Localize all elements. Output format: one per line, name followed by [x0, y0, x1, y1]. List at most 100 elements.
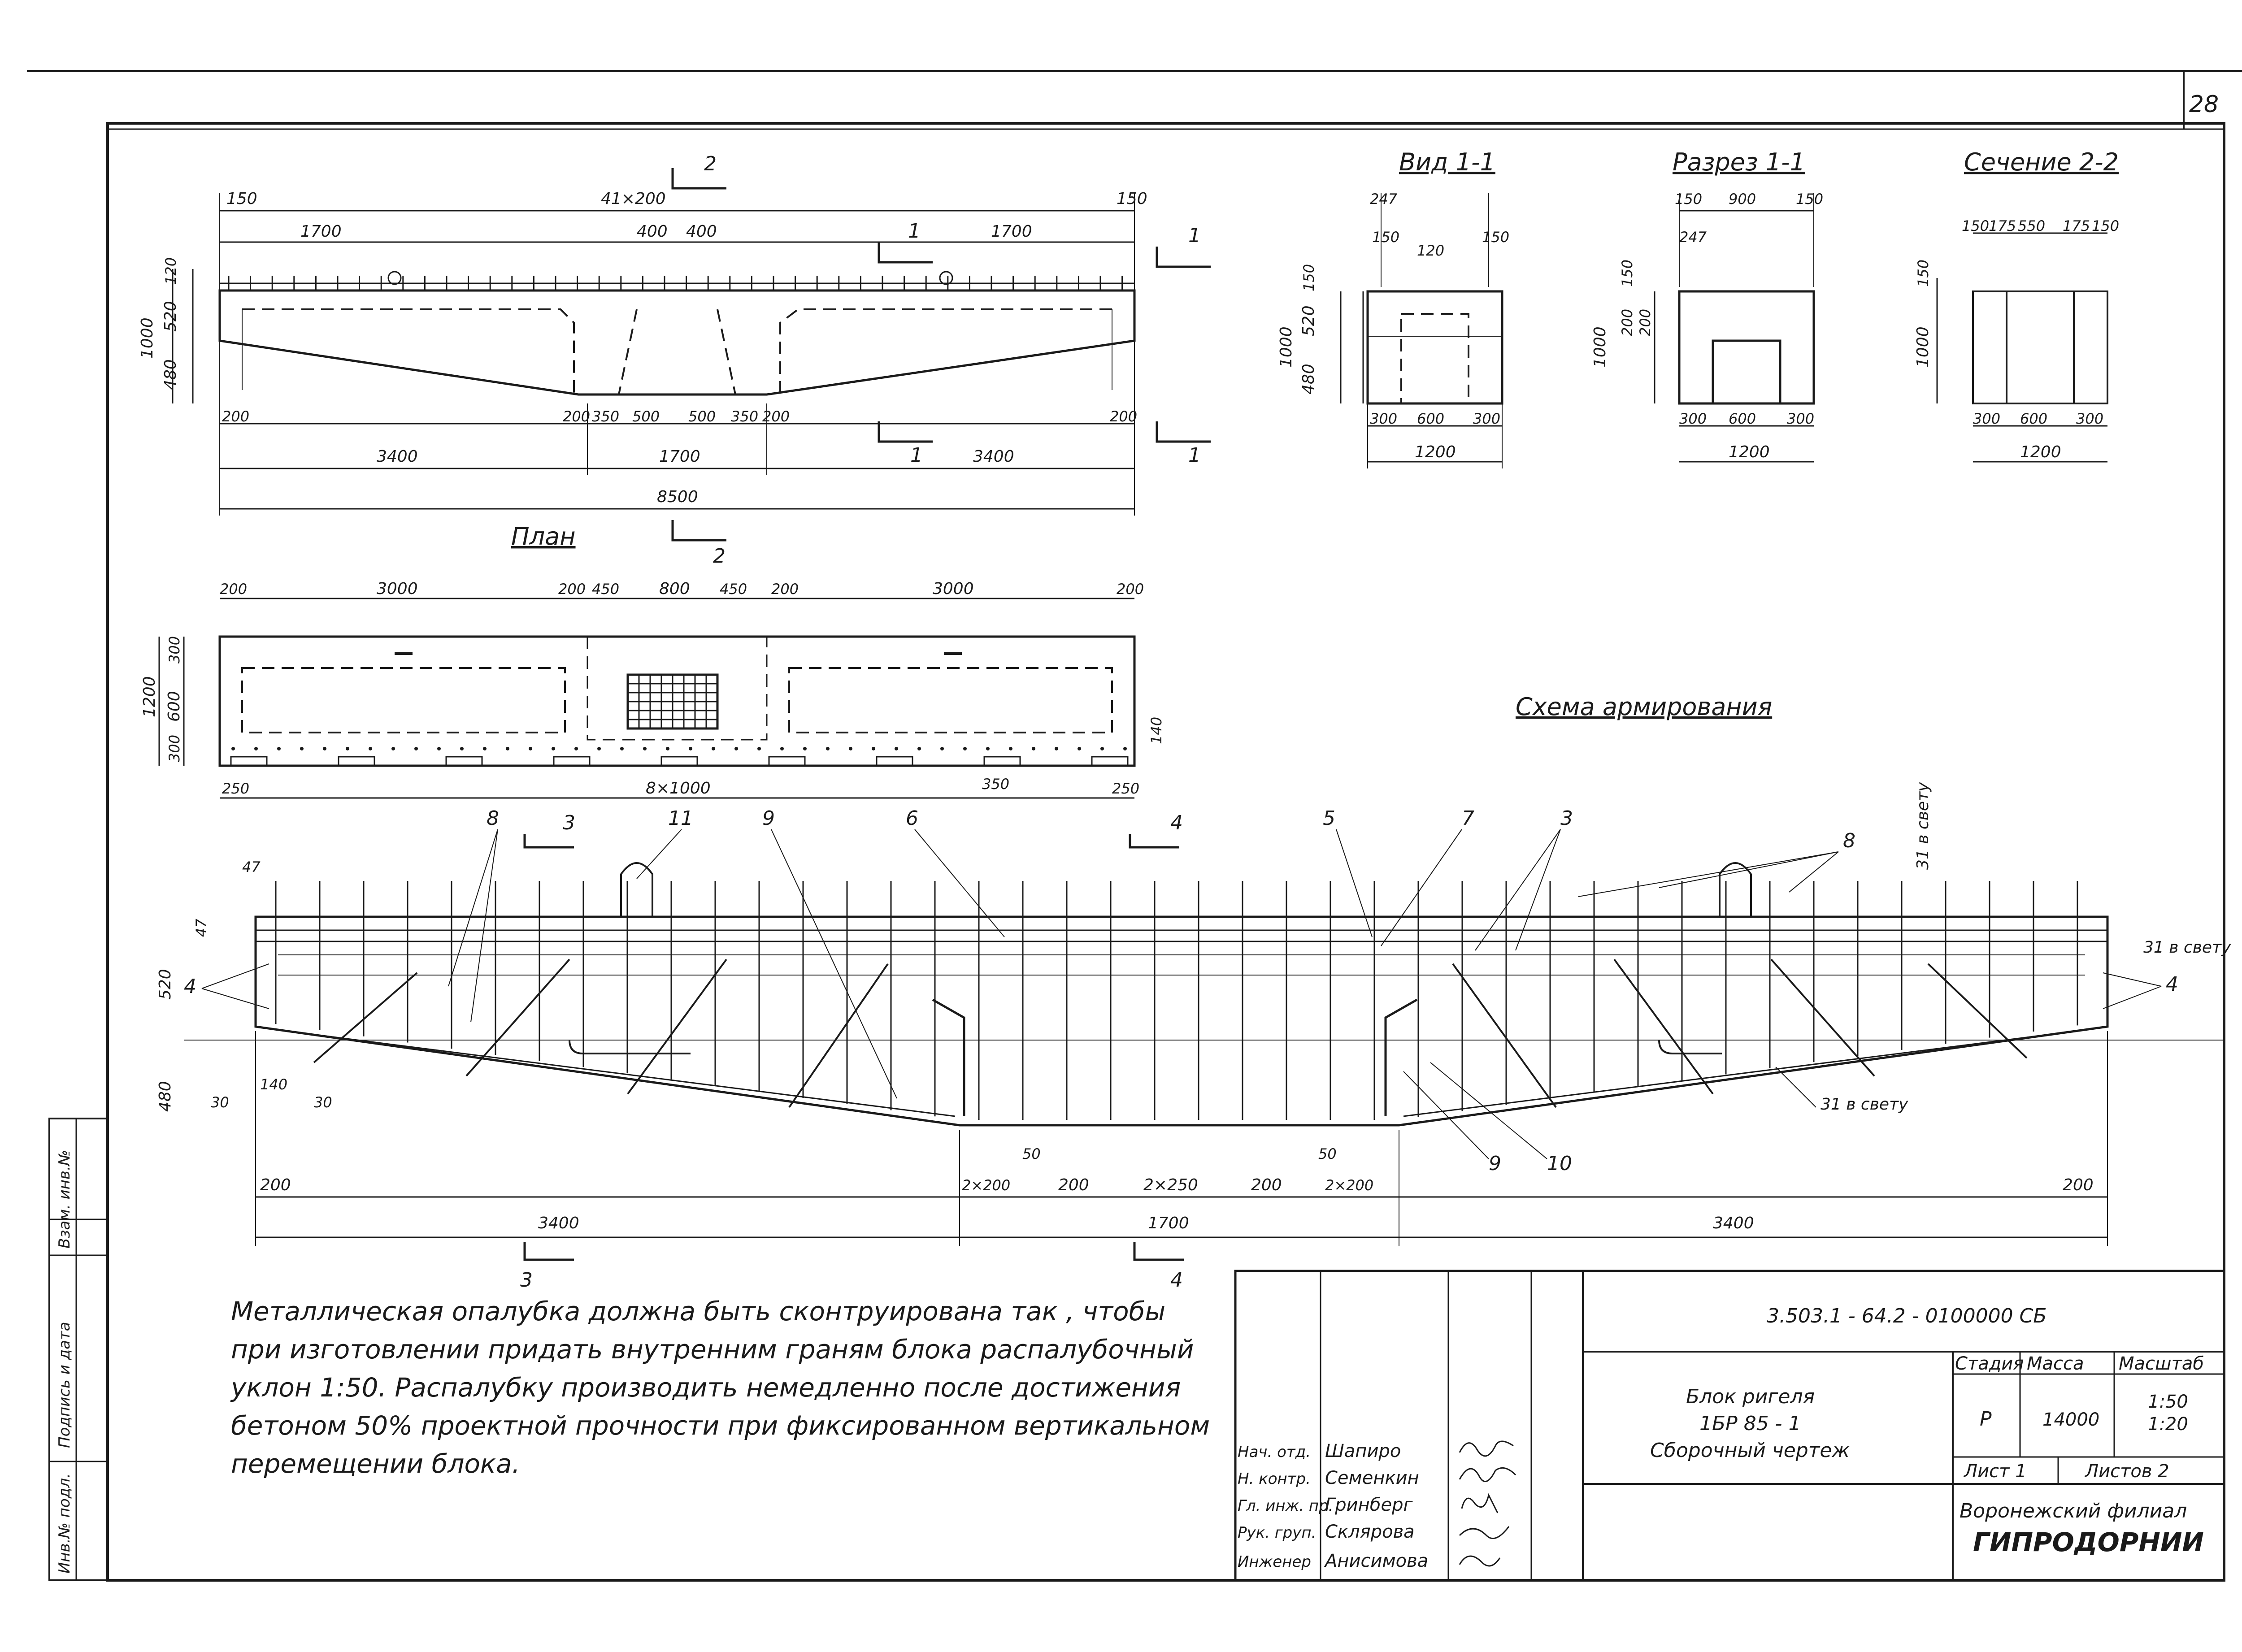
section-mark-3-top: 3 [563, 811, 575, 834]
rebar-dot [369, 747, 372, 750]
dim-main-top-3: 150 [1117, 190, 1147, 208]
callout-7: 7 [1462, 807, 1474, 830]
callout-3-right: 3 [1560, 807, 1573, 830]
side-stamp: Инв.№ подл. Подпись и дата Взам. инв.№ [48, 1118, 109, 1581]
tb-person-2: Семенкин [1325, 1468, 1419, 1488]
tb-person-4: Склярова [1325, 1522, 1415, 1542]
rebar-dot [1009, 747, 1012, 750]
vid-bot-1: 300 [1370, 410, 1397, 427]
section-mark-2-top: 2 [704, 152, 717, 175]
inclined-bar [1770, 958, 1875, 1077]
armir-bot-3: 2×200 [962, 1177, 1010, 1194]
section-mark-2-bottom: 2 [713, 545, 726, 568]
rebar-dot [872, 747, 875, 750]
inclined-bar [627, 958, 727, 1095]
rebar-dot [986, 747, 990, 750]
plan-top-9: 200 [1117, 581, 1144, 598]
rebar-dot [346, 747, 349, 750]
armir-bot-6: 200 [1251, 1176, 1282, 1194]
armir-bot-5: 2×250 [1143, 1176, 1198, 1194]
plan-right-dim: 140 [1148, 717, 1165, 744]
drawing-frame [106, 122, 2225, 1582]
view-vid-1-1: Вид 1-1 247 150 120 150 1000 150 520 480… [1277, 148, 1509, 468]
callout-5: 5 [1323, 807, 1335, 830]
tb-code: 3.503.1 - 64.2 - 0100000 СБ [1767, 1305, 2046, 1327]
dim-main-bot-3: 350 [592, 408, 619, 425]
tb-header-stage: Стадия [1955, 1353, 2024, 1374]
rebar-dot [803, 747, 807, 750]
vid-left-4: 480 [1299, 364, 1318, 395]
rebar-dot [643, 747, 647, 750]
support-pad [338, 756, 375, 767]
razrez-top-4: 247 [1679, 229, 1707, 246]
tb-name-1: Блок ригеля [1686, 1385, 1815, 1408]
dim-main-second-3: 400 [686, 222, 717, 241]
sechenie-bot-3: 300 [2076, 410, 2103, 427]
sechenie-bot-1: 300 [1973, 410, 2000, 427]
rebar-dot [300, 747, 304, 750]
vid-top-3: 120 [1417, 242, 1444, 259]
dim-main-bot-2: 200 [563, 408, 590, 425]
vid-top-2: 150 [1372, 229, 1399, 246]
inclined-bar [465, 958, 570, 1077]
callout-6: 6 [906, 807, 918, 830]
razrez-left-2: 150 [1619, 260, 1636, 287]
tb-stage: Р [1980, 1408, 1992, 1431]
tb-name-3: Сборочный чертеж [1650, 1439, 1850, 1462]
razrez-left-3: 200 [1619, 309, 1636, 336]
rebar-dot [712, 747, 715, 750]
armir-row2-2: 1700 [1148, 1214, 1189, 1232]
signatures [1459, 1440, 1516, 1567]
section-mark-4-bottom: 4 [1170, 1269, 1183, 1292]
tb-role-3: Гл. инж. пр. [1238, 1497, 1333, 1515]
plan-bot-1: 250 [222, 780, 249, 797]
armir-left-3: 520 [156, 969, 174, 1000]
armir-title: Схема армирования [1516, 693, 1772, 721]
support-pad [1091, 756, 1129, 767]
rebar-dot [1123, 747, 1127, 750]
title-block: 3.503.1 - 64.2 - 0100000 СБ Блок ригеля … [1234, 1270, 2225, 1582]
reinforcement-scheme: Схема армирования 8 3 11 9 6 [156, 693, 2231, 1292]
rebar-dot [437, 747, 441, 750]
support-pad [983, 756, 1021, 767]
tb-sheet: Лист 1 [1963, 1461, 2027, 1482]
sechenie-bot-2: 600 [2020, 410, 2047, 427]
rebar-dot [963, 747, 967, 750]
razrez-left-4: 200 [1637, 309, 1654, 336]
tb-org-1: Воронежский филиал [1960, 1500, 2187, 1522]
support-pad [660, 756, 698, 767]
note-line-2: при изготовлении придать внутренним гран… [231, 1334, 1194, 1365]
plan-top-6: 450 [720, 581, 747, 598]
tb-person-5: Анисимова [1324, 1551, 1428, 1571]
rebar-dot [414, 747, 418, 750]
rebar-dot [1055, 747, 1058, 750]
plan-left-1: 1200 [140, 676, 159, 717]
rebar-dot [552, 747, 555, 750]
support-pad [230, 756, 268, 767]
armir-right-label-1: 31 в свету [1914, 782, 1932, 870]
razrez-left-1: 1000 [1591, 326, 1609, 368]
tb-org-2: ГИПРОДОРНИИ [1973, 1527, 2204, 1557]
plan-top-4: 450 [592, 581, 619, 598]
inclined-bar [313, 972, 418, 1063]
dim-main-bot-5: 500 [688, 408, 716, 425]
inclined-bar [1613, 958, 1714, 1095]
armir-bot-4: 200 [1058, 1176, 1089, 1194]
dim-main-row2-2: 1700 [659, 447, 700, 466]
plan-left-3: 600 [165, 691, 183, 722]
tb-person-3: Гринберг [1325, 1495, 1413, 1515]
rebar-dot [734, 747, 738, 750]
section-mark-3-bottom: 3 [520, 1269, 533, 1292]
note-line-3: уклон 1:50. Распалубку производить немед… [230, 1372, 1181, 1403]
plan-bot-4: 250 [1112, 780, 1139, 797]
dim-main-second-2: 400 [637, 222, 668, 241]
tb-person-1: Шапиро [1325, 1441, 1401, 1461]
rebar-dot [940, 747, 944, 750]
rebar-dot [666, 747, 669, 750]
razrez-top-2: 900 [1729, 191, 1756, 208]
rebar-dot [1078, 747, 1081, 750]
vid-left-3: 520 [1299, 305, 1318, 336]
stamp-podpis: Подпись и дата [56, 1322, 74, 1448]
callout-8-right: 8 [1843, 829, 1855, 852]
